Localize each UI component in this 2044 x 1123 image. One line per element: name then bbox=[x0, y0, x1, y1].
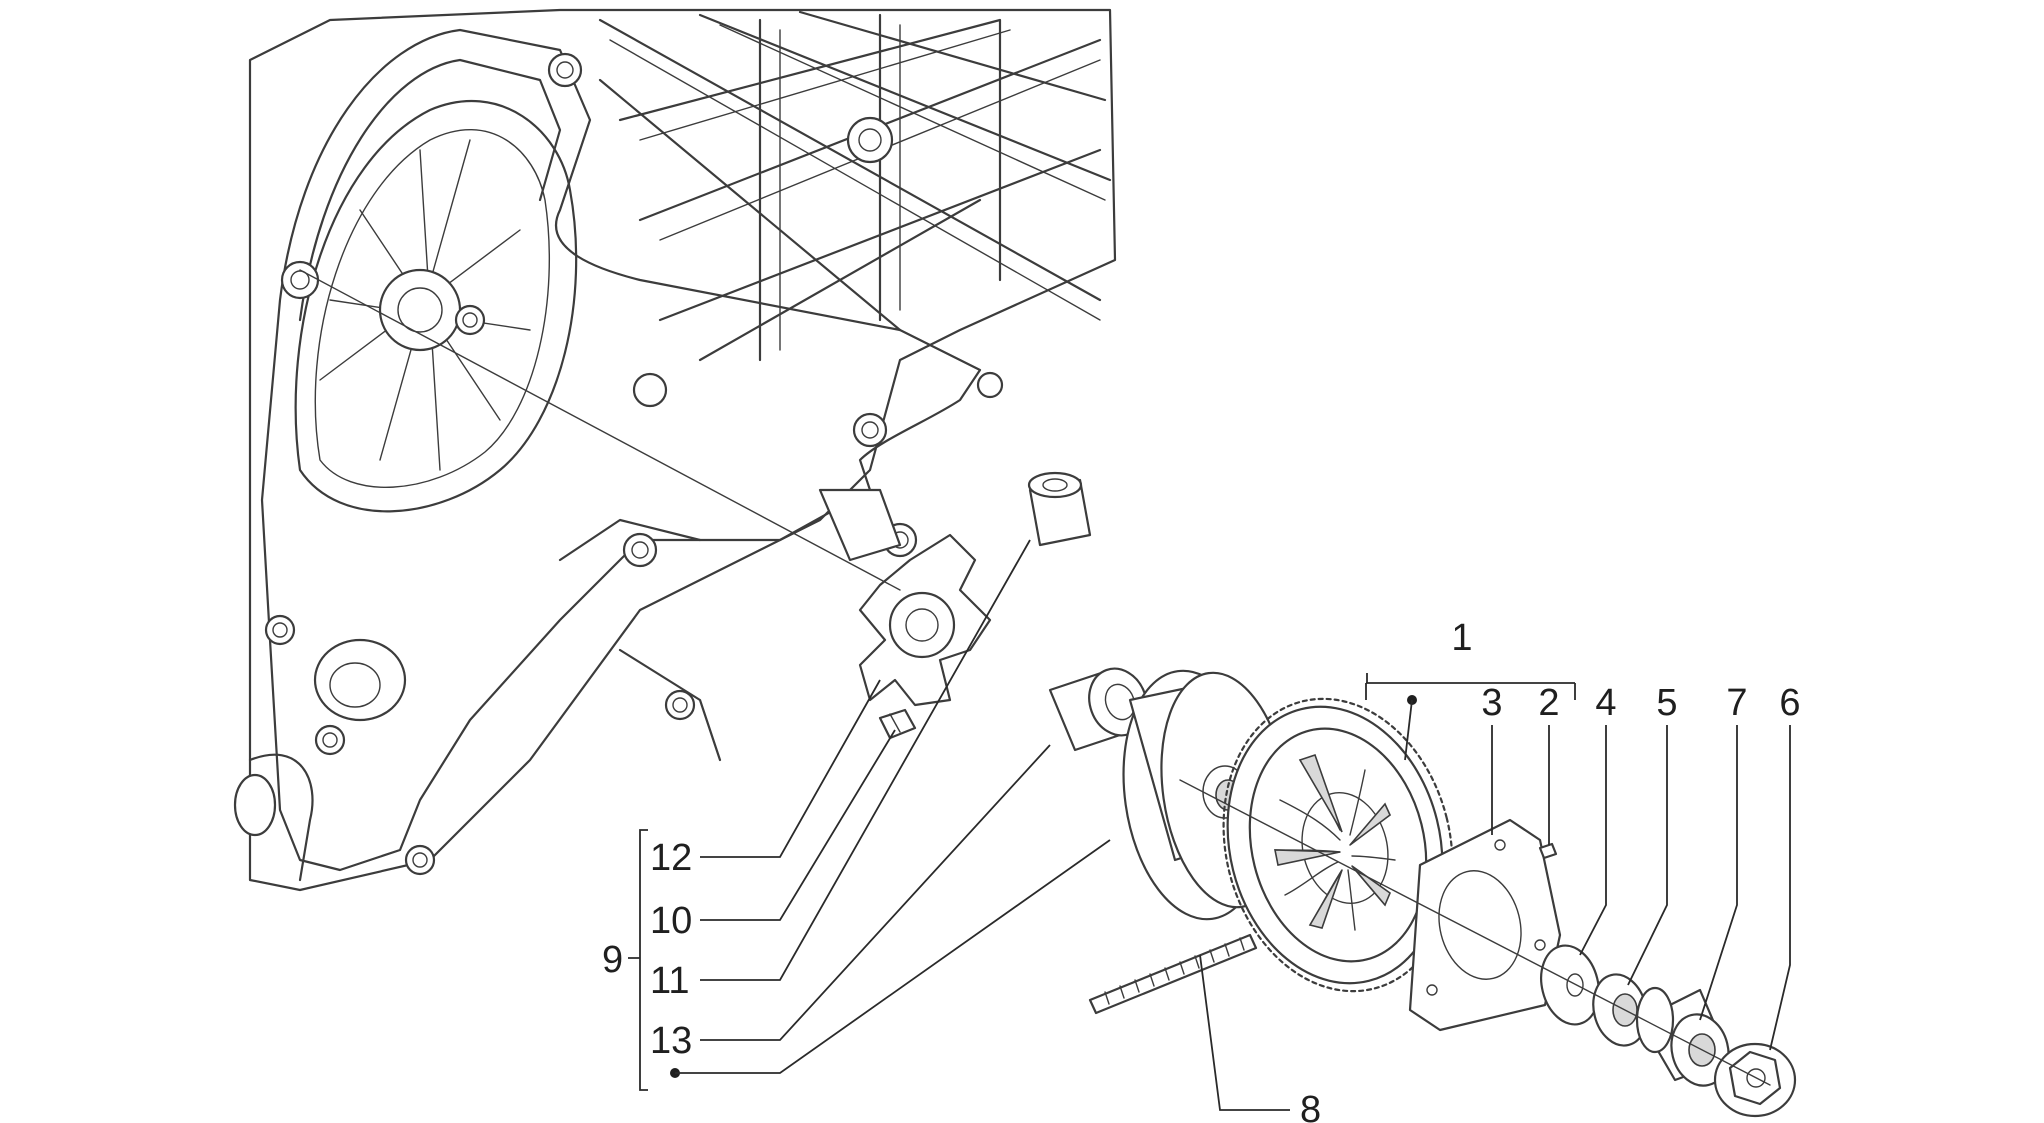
callout-6: 6 bbox=[1779, 682, 1800, 724]
part-2-screw bbox=[1538, 842, 1558, 860]
callout-2: 2 bbox=[1538, 682, 1559, 724]
part-10-slide-piece bbox=[878, 708, 917, 740]
leader-lines bbox=[628, 539, 1791, 1111]
crankcase-cover bbox=[233, 8, 1117, 892]
callout-13: 13 bbox=[650, 1020, 692, 1062]
callout-4: 4 bbox=[1595, 682, 1616, 724]
part-11-small-bushing bbox=[1027, 471, 1092, 547]
part-8-toothed-rack bbox=[1088, 933, 1258, 1015]
callout-5: 5 bbox=[1656, 682, 1677, 724]
callout-10: 10 bbox=[650, 900, 692, 942]
part-4-washer bbox=[1540, 944, 1600, 1026]
callout-9: 9 bbox=[602, 939, 623, 981]
callout-1: 1 bbox=[1451, 617, 1472, 659]
callout-3: 3 bbox=[1481, 682, 1502, 724]
callout-11: 11 bbox=[650, 960, 689, 1002]
part-1-fan-gear-assembly bbox=[1222, 697, 1454, 993]
part-6-nut bbox=[1713, 1042, 1797, 1118]
callout-labels: 1 3 2 4 5 7 6 8 9 12 10 11 13 bbox=[602, 617, 1801, 1123]
part-12-drive-plate bbox=[858, 533, 992, 707]
callout-8: 8 bbox=[1300, 1089, 1321, 1123]
callout-12: 12 bbox=[650, 837, 692, 879]
callout-7: 7 bbox=[1726, 682, 1747, 724]
part-7-cone-bushing bbox=[1635, 986, 1732, 1087]
